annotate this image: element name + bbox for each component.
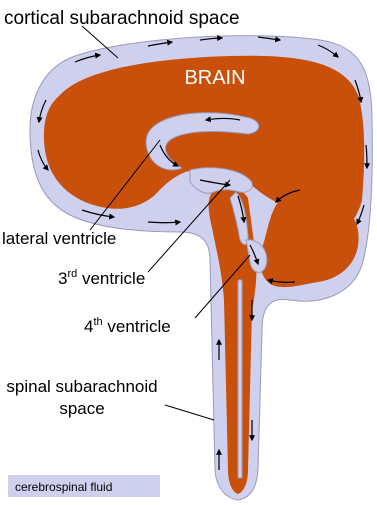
label-third-ventricle: 3rd ventricle xyxy=(58,268,145,288)
label-cortical-subarachnoid-space: cortical subarachnoid space xyxy=(4,8,240,29)
label-lateral-ventricle: lateral ventricle xyxy=(2,229,116,248)
label-spinal-subarachnoid-space-line1: spinal subarachnoid xyxy=(6,377,157,396)
central-canal xyxy=(238,280,242,478)
legend-label: cerebrospinal fluid xyxy=(15,480,112,494)
leader-spinal xyxy=(165,405,214,420)
label-brain: BRAIN xyxy=(184,67,245,89)
label-spinal-subarachnoid-space-line2: space xyxy=(59,399,104,418)
label-fourth-ventricle: 4th ventricle xyxy=(84,316,171,336)
